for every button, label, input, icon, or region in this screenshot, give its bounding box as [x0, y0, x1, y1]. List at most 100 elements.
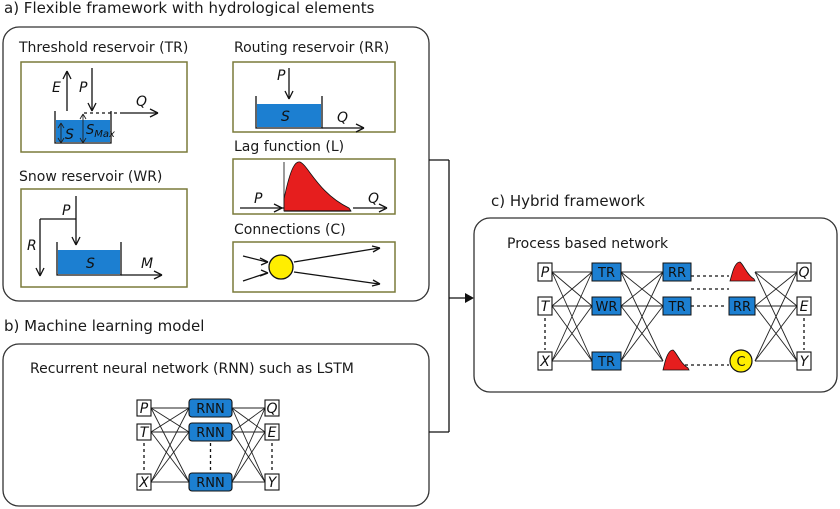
panel-c-frame [473, 217, 838, 393]
network-edge [150, 407, 190, 433]
network-edge [231, 407, 266, 433]
connector-label: C [736, 355, 745, 370]
input-node [136, 399, 152, 417]
input-node [136, 473, 152, 491]
hybrid-network: P T X TR WR TR RR TR RR C Q E Y [537, 261, 812, 373]
rnn-cell [188, 398, 233, 418]
network-edge [231, 407, 266, 483]
input-node [537, 296, 553, 316]
input-label: P [140, 401, 149, 417]
lag-block [729, 261, 756, 282]
lag-title: Lag function (L) [234, 139, 344, 155]
process-block-label: RR [733, 300, 751, 315]
input-label: T [140, 425, 150, 441]
input-label: X [539, 354, 550, 370]
routing-title: Routing reservoir (RR) [234, 40, 389, 56]
process-block [662, 262, 692, 282]
network-edge [150, 431, 190, 483]
snow-label-m: M [141, 256, 153, 272]
network-edge [620, 305, 664, 362]
output-label: E [268, 425, 277, 441]
routing-water [257, 104, 321, 127]
network-edge [231, 431, 266, 483]
input-node [537, 262, 553, 282]
rnn-title: Recurrent neural network (RNN) such as L… [30, 361, 354, 377]
threshold-label-q: Q [136, 94, 147, 110]
output-label: Q [798, 265, 809, 281]
network-edge [620, 271, 664, 362]
output-node [264, 399, 280, 417]
output-node [264, 473, 280, 491]
connections-title: Connections (C) [234, 222, 346, 238]
network-edge [620, 271, 664, 307]
process-block-label: TR [597, 355, 615, 370]
input-label: P [541, 265, 550, 281]
threshold-reservoir [54, 68, 159, 144]
output-label: E [800, 299, 809, 315]
lag-label-q: Q [368, 191, 379, 207]
output-node [796, 296, 812, 316]
rnn-cell [188, 422, 233, 442]
process-block-label: RR [668, 266, 686, 281]
process-block [591, 262, 622, 282]
process-block [591, 351, 622, 371]
rnn-cell [188, 472, 233, 492]
routing-label-s: S [281, 109, 290, 125]
connector-diagram [242, 245, 381, 287]
output-node [264, 423, 280, 441]
output-label: Q [266, 401, 277, 417]
process-block-label: TR [597, 266, 615, 281]
network-edge [754, 305, 798, 362]
rnn-cell-label: RNN [196, 402, 224, 417]
snow-reservoir [35, 196, 163, 280]
input-node [136, 423, 152, 441]
network-edge [551, 271, 593, 362]
arrow-to-hybrid [465, 293, 474, 303]
snow-label-p: P [62, 203, 71, 219]
panel-c-title: c) Hybrid framework [491, 192, 645, 210]
output-node [796, 262, 812, 282]
output-label: Y [800, 354, 810, 370]
process-block-label: WR [596, 300, 618, 315]
snow-label-r: R [27, 238, 37, 254]
lag-block [662, 349, 690, 371]
process-block [662, 296, 692, 316]
panel-a-title: a) Flexible framework with hydrological … [4, 0, 375, 17]
rnn-cell-label: RNN [196, 476, 224, 491]
output-label: Y [268, 475, 278, 491]
input-label: T [541, 299, 551, 315]
threshold-label-e: E [52, 80, 61, 96]
connector-circle [268, 254, 294, 280]
output-node [796, 351, 812, 371]
routing-label-p: P [277, 68, 286, 84]
threshold-title: Threshold reservoir (TR) [18, 40, 188, 56]
network-edge [150, 407, 190, 483]
input-node [537, 351, 553, 371]
threshold-label-s: S [65, 127, 74, 143]
threshold-label-p: P [79, 80, 88, 96]
connector-node [729, 349, 753, 373]
snow-label-s: S [86, 256, 95, 272]
rnn-network: PT X RNN RNN RNN QE Y [136, 398, 280, 492]
routing-reservoir [255, 68, 365, 133]
network-edge [551, 271, 593, 307]
panel-connector [429, 159, 474, 433]
lag-label-p: P [254, 191, 263, 207]
threshold-label-smax: SMax [86, 123, 115, 140]
snow-water [58, 250, 120, 274]
process-block [728, 296, 756, 316]
panel-b-title: b) Machine learning model [4, 317, 204, 335]
rnn-cell-label: RNN [196, 426, 224, 441]
routing-label-q: Q [337, 110, 348, 126]
network-edge [754, 271, 798, 362]
process-network-title: Process based network [507, 236, 669, 252]
network-edge [754, 271, 798, 307]
lag-curve [283, 161, 352, 212]
snow-title: Snow reservoir (WR) [19, 169, 162, 185]
process-block [591, 296, 622, 316]
network-edge [551, 305, 593, 362]
input-label: X [138, 475, 149, 491]
lag-function [240, 161, 388, 213]
process-block-label: TR [668, 300, 686, 315]
